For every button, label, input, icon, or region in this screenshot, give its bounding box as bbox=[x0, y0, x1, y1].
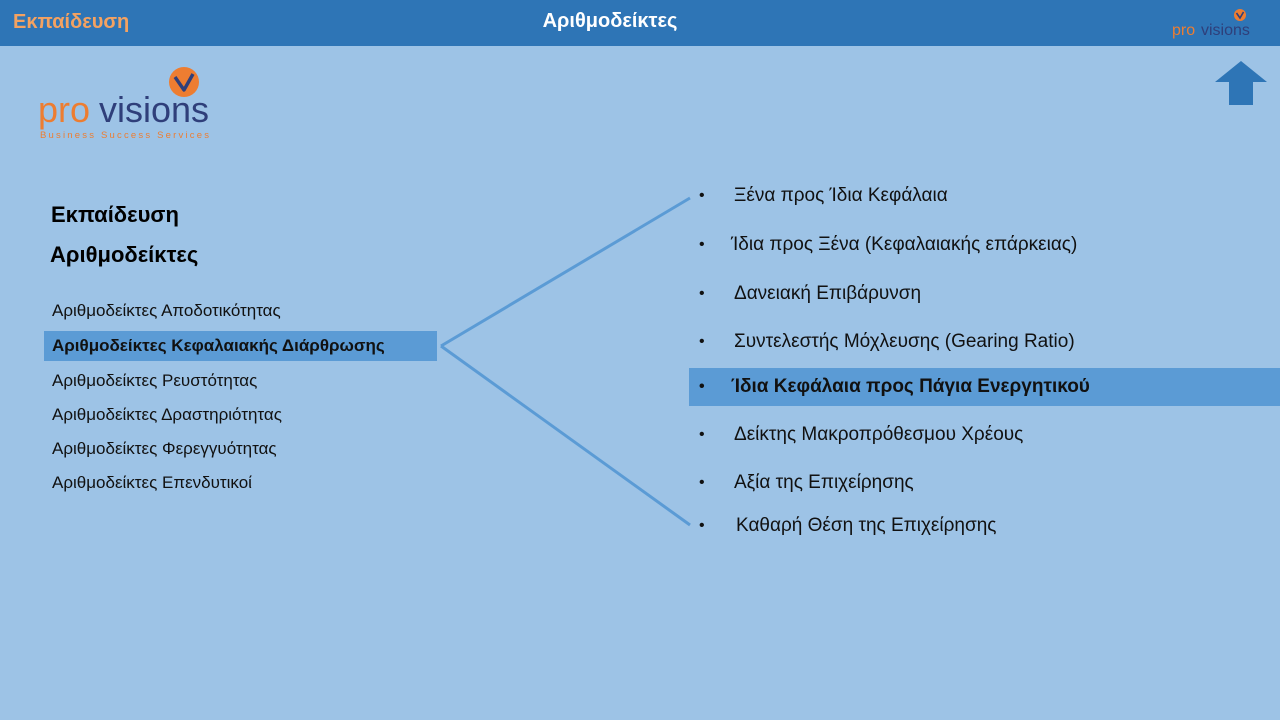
page-title: Αριθμοδείκτες bbox=[542, 10, 678, 32]
ratio-item-label: Ξένα προς Ίδια Κεφάλαια bbox=[734, 185, 948, 206]
menu-item-solvency[interactable]: Αριθμοδείκτες Φερεγγυότητας bbox=[52, 439, 277, 458]
connector-line-bottom bbox=[440, 344, 691, 527]
bullet-icon: • bbox=[699, 187, 705, 204]
menu-item-investment[interactable]: Αριθμοδείκτες Επενδυτικοί bbox=[52, 473, 252, 492]
bullet-icon: • bbox=[699, 517, 705, 534]
ratio-item-label: Ίδια προς Ξένα (Κεφαλαιακής επάρκειας) bbox=[731, 234, 1078, 255]
ratio-item-label: Ίδια Κεφάλαια προς Πάγια Ενεργητικού bbox=[731, 376, 1090, 397]
bullet-icon: • bbox=[699, 236, 705, 253]
connector-line-top bbox=[440, 196, 691, 348]
ratio-item-net-position[interactable]: • Καθαρή Θέση της Επιχείρησης bbox=[689, 507, 1280, 545]
section-heading: Εκπαίδευση bbox=[51, 202, 179, 227]
ratio-item-equity-to-debt[interactable]: • Ίδια προς Ξένα (Κεφαλαιακής επάρκειας) bbox=[689, 226, 1280, 264]
svg-text:pro: pro bbox=[38, 89, 90, 130]
provisions-logo-small-icon[interactable]: pro visions bbox=[1170, 6, 1274, 40]
menu-item-capital-structure[interactable]: Αριθμοδείκτες Κεφαλαιακής Διάρθρωσης bbox=[44, 331, 437, 361]
top-bar: Εκπαίδευση Αριθμοδείκτες pro visions bbox=[0, 0, 1280, 46]
menu-item-activity[interactable]: Αριθμοδείκτες Δραστηριότητας bbox=[52, 405, 282, 424]
ratio-item-label: Συντελεστής Μόχλευσης (Gearing Ratio) bbox=[734, 331, 1075, 352]
ratio-item-label: Δείκτης Μακροπρόθεσμου Χρέους bbox=[734, 424, 1024, 445]
svg-text:Business Success Services: Business Success Services bbox=[40, 130, 211, 141]
bullet-icon: • bbox=[699, 285, 705, 302]
ratio-item-company-value[interactable]: • Αξία της Επιχείρησης bbox=[689, 464, 1280, 502]
ratio-item-label: Αξία της Επιχείρησης bbox=[734, 472, 914, 493]
ratio-item-gearing-ratio[interactable]: • Συντελεστής Μόχλευσης (Gearing Ratio) bbox=[689, 323, 1280, 361]
bullet-icon: • bbox=[699, 333, 705, 350]
up-arrow-icon[interactable] bbox=[1214, 60, 1268, 106]
ratio-item-debt-burden[interactable]: • Δανειακή Επιβάρυνση bbox=[689, 275, 1280, 313]
bullet-icon: • bbox=[699, 474, 705, 491]
ratios-heading: Αριθμοδείκτες bbox=[50, 242, 199, 267]
menu-item-liquidity[interactable]: Αριθμοδείκτες Ρευστότητας bbox=[52, 371, 258, 390]
ratio-item-label: Καθαρή Θέση της Επιχείρησης bbox=[736, 515, 997, 536]
svg-text:visions: visions bbox=[1201, 22, 1250, 39]
svg-text:pro: pro bbox=[1172, 22, 1195, 39]
ratio-item-equity-to-fixed-assets[interactable]: • Ίδια Κεφάλαια προς Πάγια Ενεργητικού bbox=[689, 368, 1280, 406]
bullet-icon: • bbox=[699, 378, 705, 395]
top-section-link[interactable]: Εκπαίδευση bbox=[13, 11, 130, 33]
bullet-icon: • bbox=[699, 426, 705, 443]
menu-item-profitability[interactable]: Αριθμοδείκτες Αποδοτικότητας bbox=[52, 301, 281, 320]
ratio-item-debt-to-equity[interactable]: • Ξένα προς Ίδια Κεφάλαια bbox=[689, 177, 1280, 215]
ratio-item-long-term-debt[interactable]: • Δείκτης Μακροπρόθεσμου Χρέους bbox=[689, 416, 1280, 454]
provisions-logo: pro visions Business Success Services bbox=[38, 67, 211, 141]
ratio-item-label: Δανειακή Επιβάρυνση bbox=[734, 283, 922, 304]
svg-text:visions: visions bbox=[99, 89, 209, 130]
